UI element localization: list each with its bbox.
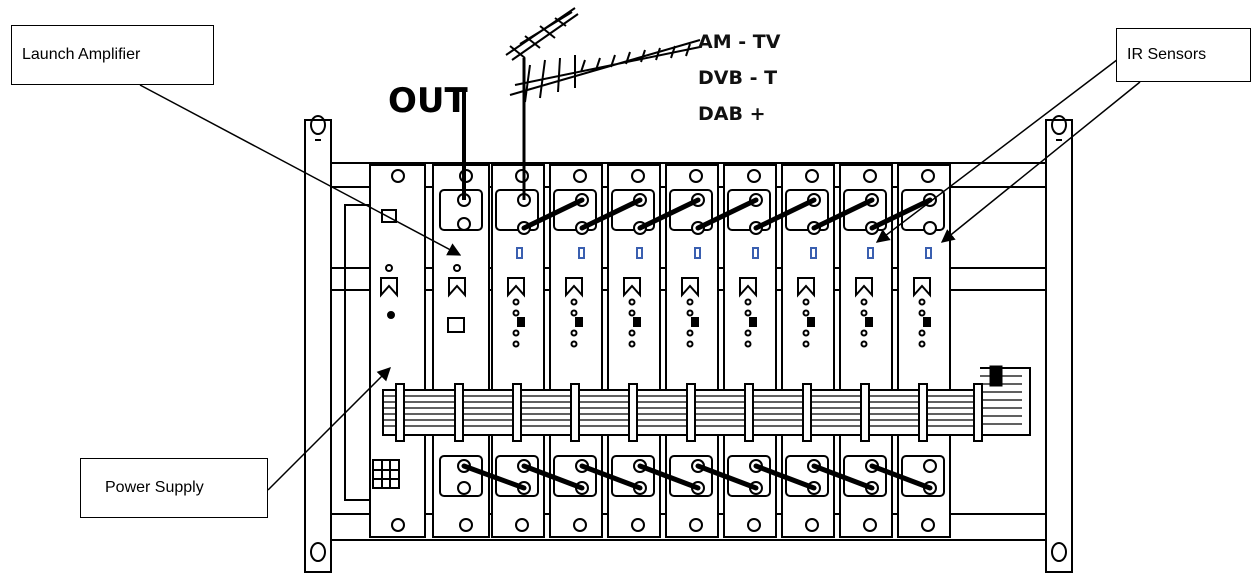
launch-amplifier-module [433,165,489,537]
ir-sensor-leader-1 [877,50,1130,242]
launch-amplifier-label: Launch Amplifier [11,25,214,85]
ir-sensors-label: IR Sensors [1116,28,1251,82]
signal-dab: DAB + [698,103,766,125]
signal-dvb-t: DVB - T [698,67,777,89]
out-label: OUT [388,81,469,121]
signal-am-tv: AM - TV [698,31,781,53]
power-supply-label: Power Supply [80,458,268,518]
power-supply-module [370,165,425,537]
